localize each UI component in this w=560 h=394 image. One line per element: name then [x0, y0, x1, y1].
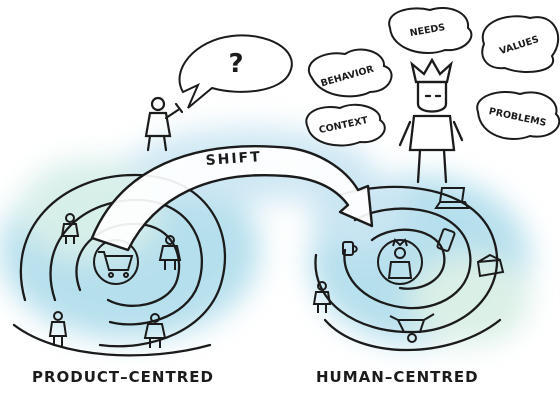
person-center-icon	[377, 238, 423, 285]
phone-icon	[436, 228, 456, 252]
arrow-label: SHIFT	[205, 149, 262, 169]
thought-cloud	[388, 7, 473, 54]
thought-cloud	[305, 103, 386, 147]
shift-arrow	[90, 145, 374, 252]
person-icon	[158, 235, 182, 270]
person-icon	[144, 96, 184, 152]
speech-bubble	[178, 34, 293, 109]
left-caption: PRODUCT–CENTRED	[32, 368, 214, 386]
person-icon	[48, 311, 68, 346]
laptop-icon	[434, 187, 470, 209]
human-spiral	[314, 185, 502, 352]
person-icon	[143, 313, 167, 348]
right-caption: HUMAN–CENTRED	[316, 368, 479, 386]
person-icon	[312, 281, 332, 313]
thought-cloud	[476, 91, 560, 140]
box-icon	[476, 253, 505, 278]
mug-icon	[342, 241, 358, 256]
thought-cloud	[308, 48, 393, 98]
question-mark: ?	[228, 49, 243, 79]
person-icon	[60, 213, 80, 244]
thought-cloud	[481, 15, 560, 73]
king-person-icon	[398, 57, 464, 184]
wheelbarrow-icon	[389, 313, 435, 343]
product-spiral	[12, 173, 227, 357]
